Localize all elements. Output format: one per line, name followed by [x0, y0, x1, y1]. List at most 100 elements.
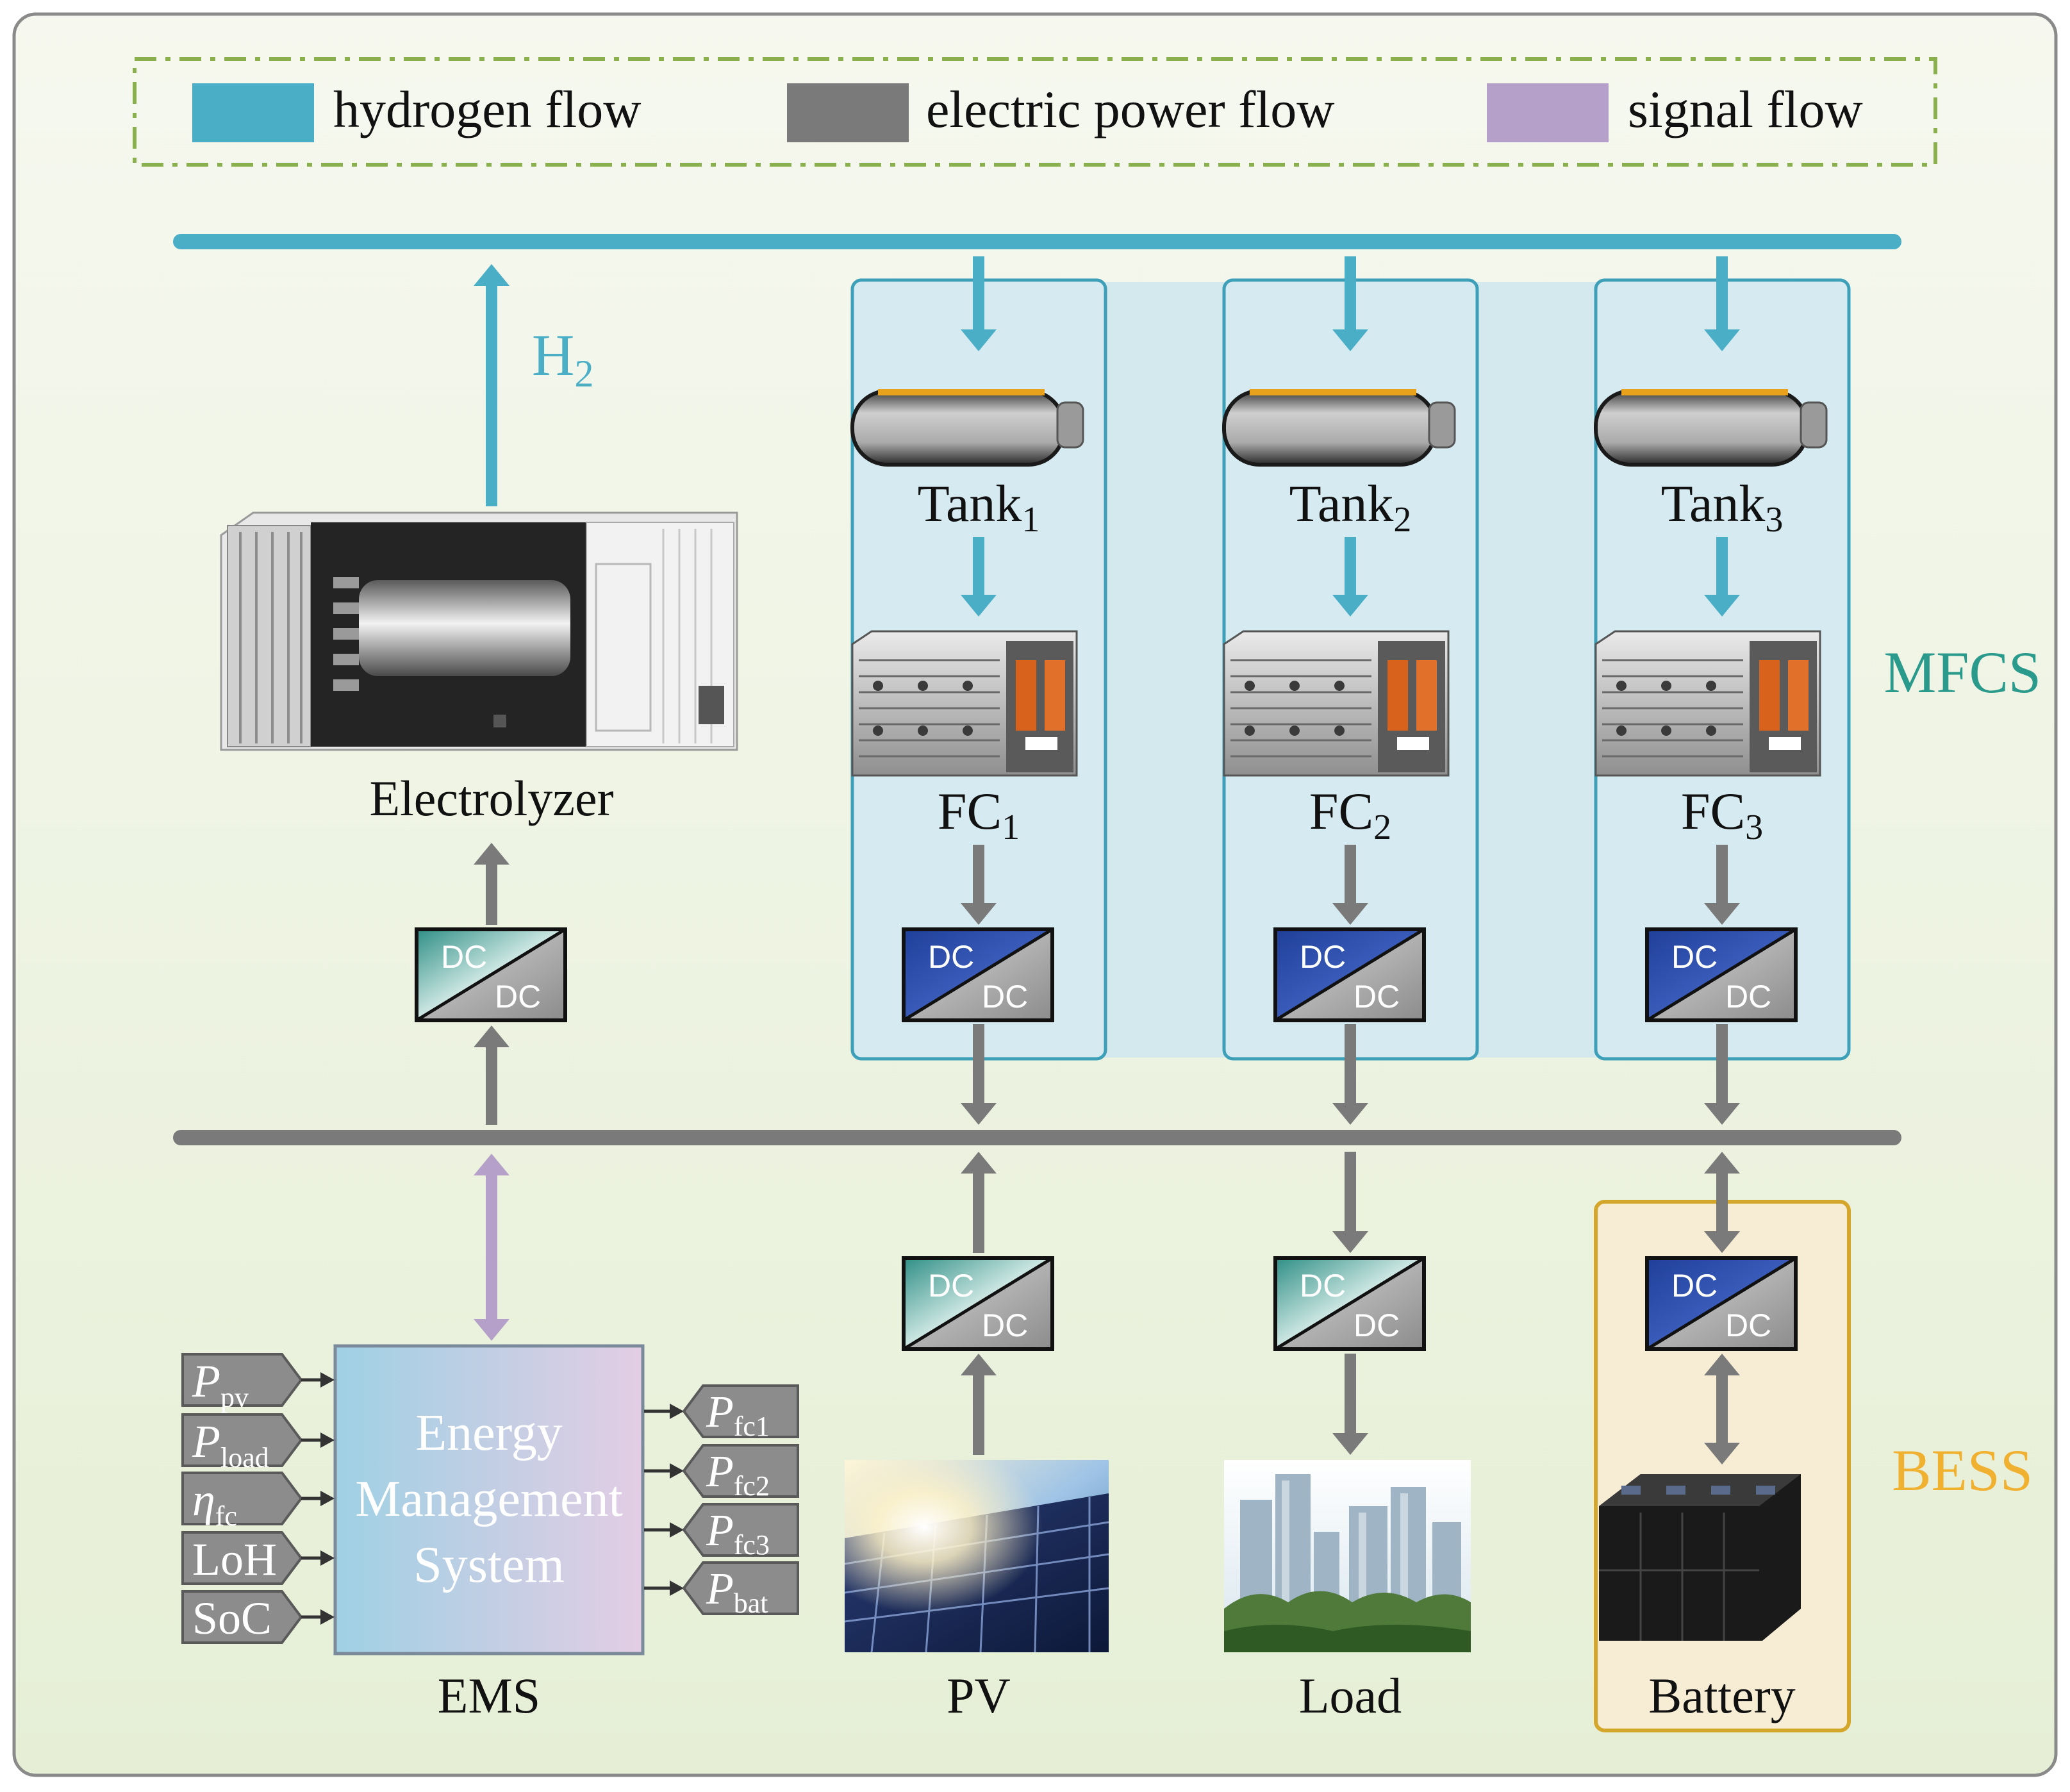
ems-label: EMS — [438, 1668, 540, 1723]
dcdc-converter-fc-2: DC DC — [1273, 927, 1426, 1022]
power-arrow-bus-to-converter-electrolyzer — [474, 1025, 509, 1125]
battery-image — [1599, 1474, 1801, 1641]
power-arrow-converter-to-bus-3 — [1704, 1024, 1740, 1125]
mfcs-unit-3: Tank3 FC3 — [1594, 389, 1828, 847]
power-arrow-fc-to-converter-2 — [1332, 845, 1368, 925]
flow-arrows — [474, 256, 1740, 1464]
dc-bottom-label: DC — [495, 979, 541, 1015]
tank-1-label: Tank1 — [918, 474, 1040, 540]
power-arrow-converter-battery — [1704, 1354, 1740, 1464]
fc-2-label: FC2 — [1309, 782, 1391, 847]
ems-output-tag: Pbat — [644, 1561, 799, 1619]
dc-top-label: DC — [1671, 939, 1718, 975]
ems-input-label: LoH — [192, 1534, 277, 1585]
h2-arrow-bus-to-tank-1 — [961, 256, 997, 351]
ems-box — [333, 1344, 645, 1655]
power-arrow-bus-to-converter-load — [1332, 1152, 1368, 1253]
ems-input-label: Pload — [192, 1416, 269, 1473]
fuel-cell-units: Tank1 FC1 — [850, 389, 1828, 847]
mfcs-label: MFCS — [1884, 640, 2042, 705]
power-arrow-converter-to-bus-2 — [1332, 1024, 1368, 1125]
legend-label-electric: electric power flow — [926, 80, 1334, 138]
tank-3-label: Tank3 — [1661, 474, 1784, 540]
fc-1-label: FC1 — [938, 782, 1020, 847]
battery-label: Battery — [1648, 1668, 1796, 1723]
dc-bottom-label: DC — [1725, 979, 1771, 1015]
ems-output-label: Pfc2 — [706, 1447, 770, 1502]
ems-output-label: Pfc1 — [706, 1388, 770, 1442]
ems-input-tag: SoC — [181, 1590, 335, 1644]
ems-box-line-1: Energy — [415, 1405, 563, 1461]
legend-border — [133, 57, 1937, 167]
dcdc-converter-pv: DC DC — [902, 1256, 1054, 1351]
power-arrow-converter-to-bus-pv — [961, 1152, 997, 1253]
h2-arrow-tank-to-fc-3 — [1704, 537, 1740, 617]
fuel-cell-stack-image — [851, 630, 1078, 777]
h2-label: H2 — [532, 322, 593, 395]
ems-input-label: ηfc — [192, 1474, 237, 1532]
legend: hydrogen flow electric power flow signal… — [133, 57, 1937, 167]
dc-bottom-label: DC — [982, 1307, 1028, 1343]
ems-input-tag: ηfc — [181, 1472, 335, 1532]
pv-panel-image — [844, 1460, 1109, 1653]
ems-block: Energy Management System PpvPloadηfcLoHS… — [181, 1344, 799, 1655]
mfcs-unit-2: Tank2 FC2 — [1222, 389, 1456, 847]
dc-bottom-label: DC — [1354, 1307, 1400, 1343]
ems-input-tag: LoH — [181, 1531, 335, 1585]
legend-swatch-electric — [787, 83, 909, 142]
fc-3-label: FC3 — [1681, 782, 1763, 847]
dcdc-converter-load: DC DC — [1273, 1256, 1426, 1351]
power-arrow-converter-to-electrolyzer — [474, 843, 509, 925]
ems-output-label: Pbat — [706, 1564, 768, 1619]
legend-label-signal: signal flow — [1628, 80, 1863, 138]
dcdc-converter-fc-1: DC DC — [902, 927, 1054, 1022]
dc-bottom-label: DC — [1354, 979, 1400, 1015]
dc-top-label: DC — [1300, 939, 1346, 975]
load-label: Load — [1299, 1668, 1402, 1723]
ems-output-label: Pfc3 — [706, 1506, 770, 1561]
h2-arrow-electrolyzer-to-bus — [474, 264, 509, 506]
power-arrow-fc-to-converter-3 — [1704, 845, 1740, 925]
dc-top-label: DC — [1671, 1268, 1718, 1304]
mfcs-unit-1: Tank1 FC1 — [850, 389, 1084, 847]
ems-output-tag: Pfc1 — [644, 1384, 799, 1442]
hydrogen-tank-image — [850, 389, 1084, 467]
ems-input-label: SoC — [192, 1593, 272, 1644]
legend-swatch-hydrogen — [192, 83, 314, 142]
dcdc-converter-fc-3: DC DC — [1645, 927, 1798, 1022]
hydrogen-tank-image — [1222, 389, 1456, 467]
tank-2-label: Tank2 — [1289, 474, 1412, 540]
dc-bottom-label: DC — [1725, 1307, 1771, 1343]
fuel-cell-stack-image — [1223, 630, 1450, 777]
dc-top-label: DC — [441, 939, 487, 975]
ems-input-label: Ppv — [192, 1356, 249, 1413]
fuel-cell-stack-image — [1594, 630, 1821, 777]
signal-arrow-ems-bus — [474, 1154, 509, 1341]
h2-arrow-bus-to-tank-3 — [1704, 256, 1740, 351]
h2-arrow-bus-to-tank-2 — [1332, 256, 1368, 351]
dc-bottom-label: DC — [982, 979, 1028, 1015]
power-arrow-pv-to-converter — [961, 1354, 997, 1455]
load-city-image — [1224, 1460, 1471, 1652]
dc-top-label: DC — [1300, 1268, 1346, 1304]
ems-box-line-2: Management — [355, 1471, 623, 1527]
power-arrow-converter-to-bus-1 — [961, 1024, 997, 1125]
bess-label: BESS — [1892, 1438, 2033, 1503]
dc-top-label: DC — [928, 1268, 974, 1304]
h2-arrow-tank-to-fc-1 — [961, 537, 997, 617]
hydrogen-tank-image — [1594, 389, 1828, 467]
pv-label: PV — [947, 1668, 1011, 1723]
electrolyzer-label: Electrolyzer — [369, 770, 613, 826]
ems-input-tag: Ppv — [181, 1353, 335, 1413]
power-arrow-converter-to-load — [1332, 1354, 1368, 1455]
ems-output-tag: Pfc3 — [644, 1503, 799, 1561]
legend-swatch-signal — [1487, 83, 1609, 142]
h2-arrow-tank-to-fc-2 — [1332, 537, 1368, 617]
dcdc-converter-battery: DC DC — [1645, 1256, 1798, 1351]
dcdc-converter-electrolyzer: DC DC — [415, 927, 567, 1022]
power-arrow-bus-converter-battery — [1704, 1152, 1740, 1253]
